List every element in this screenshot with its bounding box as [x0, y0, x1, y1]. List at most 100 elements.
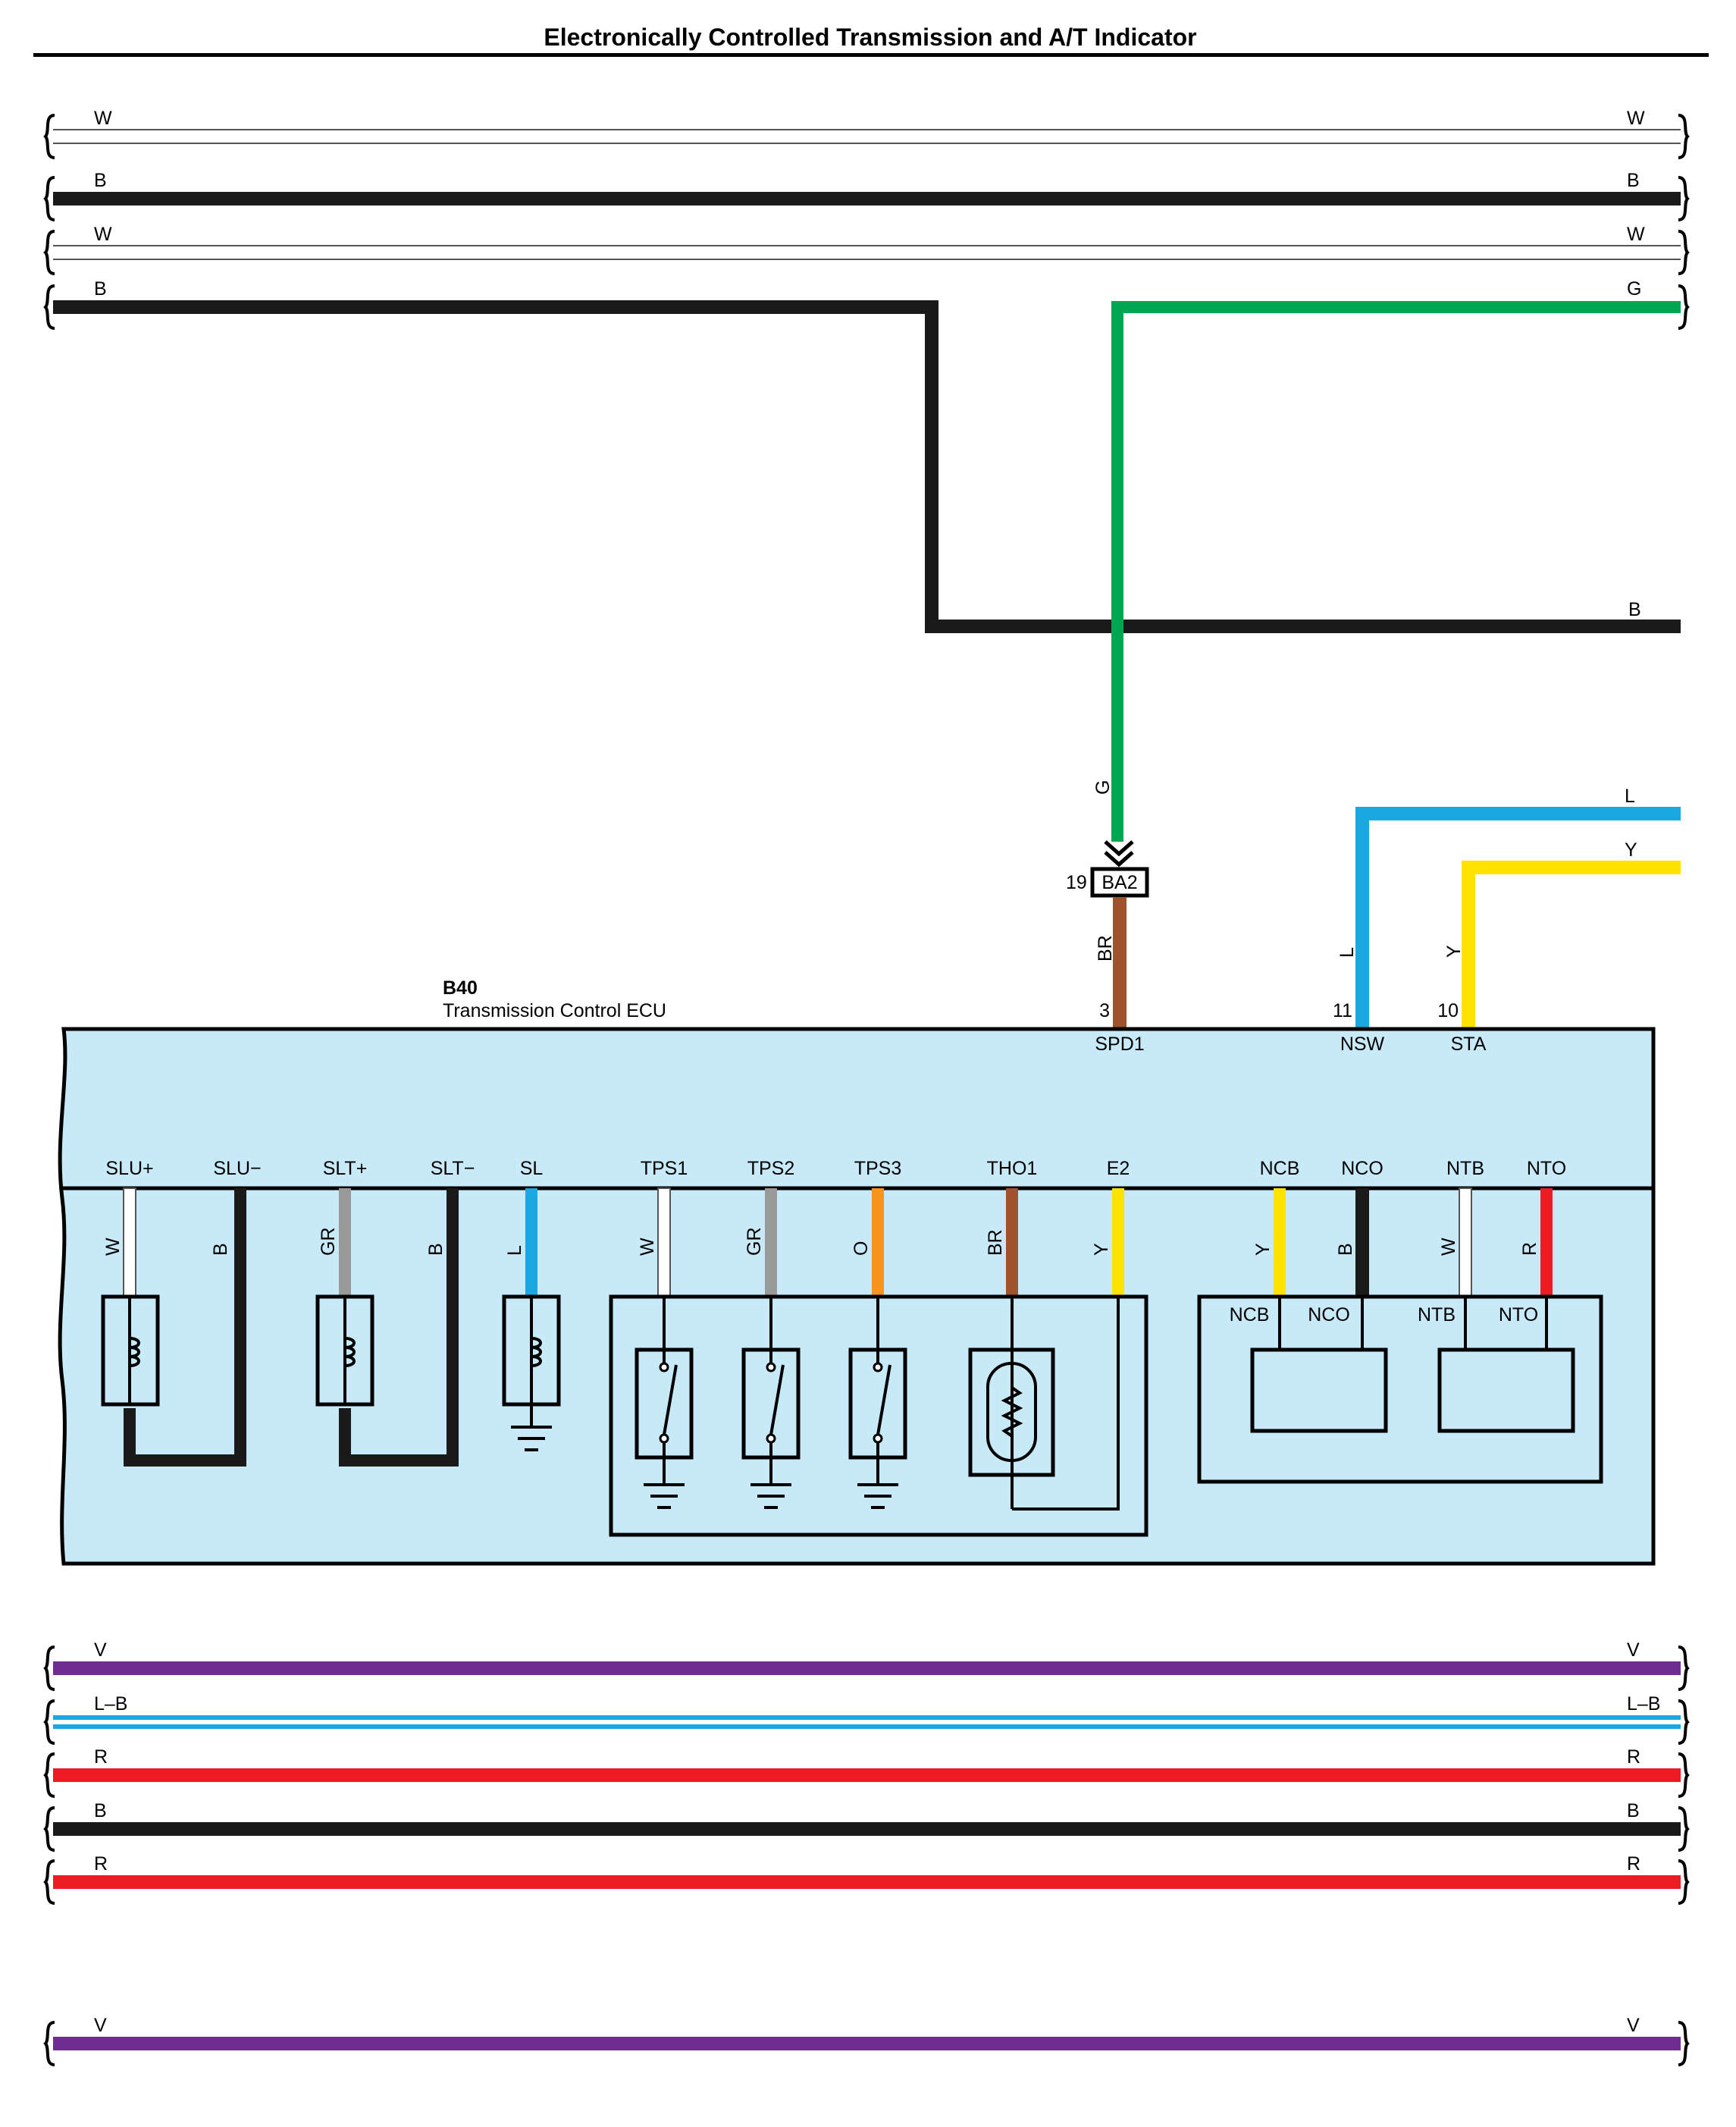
- terminal-wire-color: W: [102, 1238, 124, 1256]
- terminal-sltplus: SLT+ GR: [318, 1158, 367, 1297]
- wire-label-left: L–B: [94, 1693, 127, 1714]
- wire-break-right-icon: [1678, 1752, 1690, 1798]
- l-wire: [1355, 807, 1681, 1029]
- wire-break-left-icon: [43, 1859, 55, 1905]
- terminal-wire-color: B: [1335, 1243, 1356, 1256]
- pin-num-sta: 10: [1437, 1000, 1459, 1021]
- wire-label-left: W: [94, 108, 112, 129]
- wire-label-right: B: [1627, 1800, 1640, 1821]
- wire-break-left-icon: [43, 1699, 55, 1745]
- terminal-name: SLT+: [323, 1158, 368, 1179]
- wire-label-left: B: [94, 1800, 107, 1821]
- wire-label-right: L–B: [1627, 1693, 1660, 1714]
- terminal-name: THO1: [987, 1158, 1038, 1179]
- wire-label-right: W: [1627, 224, 1645, 245]
- terminal-wire-color: L: [504, 1245, 525, 1256]
- solenoid-sl: [502, 1294, 561, 1451]
- sensor-block-nc-nt: NCB NCO NTB NTO: [1197, 1294, 1603, 1484]
- wire-break-left-icon: [43, 114, 55, 159]
- g-wire: [1111, 301, 1681, 842]
- wire-label-left: W: [94, 224, 112, 245]
- br-vertical-label: BR: [1095, 935, 1116, 962]
- pin-num-spd1: 3: [1099, 1000, 1110, 1021]
- wire-break-right-icon: [1678, 284, 1690, 330]
- switch-icon: [663, 1364, 678, 1435]
- ground-icon: [857, 1483, 898, 1509]
- terminal-name: TPS2: [747, 1158, 795, 1179]
- y-wire: [1462, 861, 1681, 1029]
- wire-break-right-icon: [1678, 230, 1690, 275]
- terminal-wire-color: W: [637, 1238, 658, 1256]
- wire-break-right-icon: [1678, 176, 1690, 221]
- terminal-wire-color: B: [425, 1243, 447, 1256]
- connector-pin: 19: [1066, 872, 1087, 893]
- sensor-label-ntb: NTB: [1418, 1304, 1456, 1325]
- wire-label-left: B: [94, 278, 107, 300]
- wire-break-left-icon: [43, 2021, 55, 2066]
- l-right-label: L: [1625, 786, 1635, 807]
- wire-label-right: R: [1627, 1853, 1640, 1874]
- terminal-name: E2: [1107, 1158, 1130, 1179]
- terminal-wire-color: Y: [1252, 1243, 1274, 1256]
- connector-ba2-box: [1090, 867, 1149, 898]
- wire-break-right-icon: [1678, 1645, 1690, 1691]
- wire-label-right: B: [1627, 170, 1640, 191]
- terminal-name: NTB: [1446, 1158, 1484, 1179]
- b-drop-right-label: B: [1628, 599, 1641, 620]
- pin-name-sta: STA: [1451, 1034, 1487, 1055]
- terminal-name: TPS1: [641, 1158, 688, 1179]
- wire-break-left-icon: [43, 1806, 55, 1852]
- terminal-name: NTO: [1527, 1158, 1566, 1179]
- l-vertical-label: L: [1336, 947, 1358, 958]
- wire-label-right: V: [1627, 1639, 1640, 1661]
- tps-switch-2: [741, 1297, 801, 1509]
- terminal-ncb: NCB Y: [1252, 1158, 1299, 1297]
- wire-label-left: V: [94, 2015, 107, 2036]
- sensor-block-tps: [609, 1294, 1148, 1537]
- coil-icon: [129, 1337, 140, 1367]
- coil-icon: [531, 1337, 542, 1367]
- sensor-label-ncb: NCB: [1230, 1304, 1270, 1325]
- switch-icon: [876, 1364, 892, 1435]
- b-wire-drop: [53, 300, 1681, 633]
- pin-name-nsw: NSW: [1340, 1034, 1385, 1055]
- wire-break-left-icon: [43, 176, 55, 221]
- y-right-label: Y: [1625, 839, 1637, 861]
- solenoid-slt: [315, 1188, 459, 1467]
- terminal-name: SLU+: [105, 1158, 153, 1179]
- wire-break-left-icon: [43, 1645, 55, 1691]
- terminal-name: NCB: [1260, 1158, 1300, 1179]
- wire-label-right: G: [1627, 278, 1641, 300]
- wire-label-left: R: [94, 1853, 108, 1874]
- tps-switches: [635, 1297, 907, 1509]
- title-rule: [33, 53, 1709, 57]
- terminal-wire-color: GR: [744, 1228, 765, 1256]
- sensor-label-nco: NCO: [1308, 1304, 1350, 1325]
- coil-icon: [344, 1337, 356, 1367]
- diagram-title: Electronically Controlled Transmission a…: [544, 24, 1196, 51]
- nc-sensor: [1250, 1347, 1388, 1433]
- pin-num-nsw: 11: [1333, 1000, 1352, 1021]
- wire-label-left: B: [94, 170, 107, 191]
- terminal-name: TPS3: [854, 1158, 902, 1179]
- ground-icon: [750, 1483, 791, 1509]
- tps-switch-3: [848, 1297, 907, 1509]
- terminal-wire-color: GR: [318, 1228, 339, 1256]
- ground-icon: [511, 1426, 552, 1451]
- wire-break-right-icon: [1678, 1806, 1690, 1852]
- wire-break-left-icon: [43, 230, 55, 275]
- ecu-terminals: SLU+WSLU−BSLT+GRSLT−BSLLTPS1WTPS2GRTPS3O…: [102, 1158, 1566, 1297]
